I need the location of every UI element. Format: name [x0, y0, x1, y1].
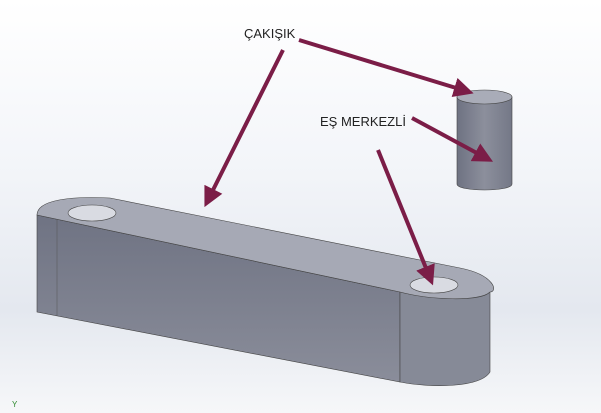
bar-top-face	[36, 197, 494, 300]
link-bar-part[interactable]	[36, 197, 494, 386]
concentric-arrow-to-pin	[411, 116, 494, 162]
bar-right-end-face	[399, 284, 491, 386]
bar-hole-right[interactable]	[409, 276, 459, 294]
bar-hole-left[interactable]	[67, 204, 117, 222]
coincident-label: ÇAKIŞIK	[244, 26, 296, 41]
coincident-arrow-to-pin	[298, 38, 474, 98]
concentric-label: EŞ MERKEZLİ	[320, 114, 406, 129]
axis-triad-y: Y	[12, 400, 18, 409]
pin-cylinder-part[interactable]	[456, 89, 513, 191]
coincident-arrow-to-bar	[204, 49, 285, 208]
concentric-arrow-to-hole	[376, 149, 435, 286]
